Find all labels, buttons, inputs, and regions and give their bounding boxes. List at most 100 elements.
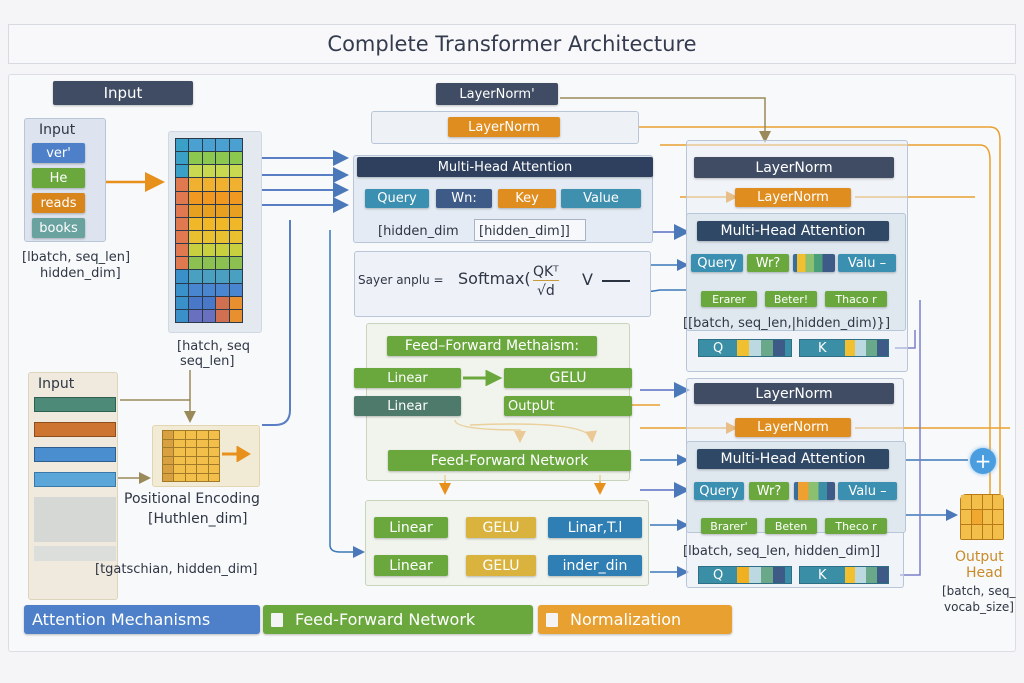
- tensor-cell: [163, 473, 174, 481]
- tensor-cell: [174, 465, 185, 473]
- ffn-row2-linear-label: Linear: [389, 557, 433, 574]
- b1-layernorm-orange-label: LayerNorm: [757, 190, 829, 205]
- b1-query: Query: [691, 254, 743, 272]
- pos-row-4: [34, 472, 116, 487]
- b1-sub-1: Erarer: [701, 291, 757, 307]
- tensor-cell: [216, 244, 229, 257]
- legend-normalization: Normalization: [538, 605, 732, 634]
- tensor-cell: [174, 431, 185, 439]
- tensor-cell: [229, 257, 242, 270]
- b1-wr-label: Wr?: [755, 255, 781, 271]
- tensor-cell: [176, 204, 189, 217]
- tensor-cell: [197, 431, 208, 439]
- tensor-cell: [185, 456, 197, 464]
- ffn-row1-gelu-label: GELU: [482, 519, 520, 536]
- value-label: Value: [583, 191, 619, 206]
- tensor-cell: [176, 191, 189, 204]
- output-label: OutpUt: [508, 398, 555, 414]
- formula-dash: [602, 280, 630, 282]
- tensor-cell: [208, 439, 219, 447]
- tensor-cell: [202, 270, 216, 283]
- input-shape-line2: hidden_dim]: [40, 266, 121, 281]
- page-title: Complete Transformer Architecture: [327, 32, 697, 56]
- mha-title-label: Multi-Head Attention: [437, 159, 573, 175]
- output-head-tensor: [960, 494, 1004, 540]
- ffn-row1-gelu: GELU: [466, 517, 536, 538]
- b2-layernorm-navy-label: LayerNorm: [755, 385, 833, 402]
- key-label: Key: [515, 191, 539, 206]
- tensor-cell: [216, 139, 229, 152]
- layernorm-top-label: LayerNorm': [459, 86, 535, 102]
- pos-row-2: [34, 422, 116, 437]
- tensor-cell: [174, 439, 185, 447]
- tensor-cell: [229, 217, 242, 230]
- ffn-row2-out: inder_din: [548, 555, 642, 576]
- tensor-cell: [229, 204, 242, 217]
- pos-row-faded-2: [34, 546, 116, 561]
- legend-swatch-icon: [271, 612, 283, 627]
- tensor-cell: [202, 178, 216, 191]
- tensor-cell: [216, 204, 229, 217]
- b2-q-label: Q: [713, 567, 724, 583]
- tensor-cell: [229, 309, 242, 322]
- tensor-cell: [189, 309, 202, 322]
- tensor-cell: [202, 257, 216, 270]
- tensor-cell: [216, 283, 229, 296]
- ffn-row2-gelu: GELU: [466, 555, 536, 576]
- arrow-right-icon: [222, 446, 251, 462]
- key-box: Key: [498, 189, 556, 208]
- tensor-cell: [971, 525, 982, 539]
- tensor-cell: [229, 270, 242, 283]
- tensor-cell: [216, 191, 229, 204]
- tensor-cell: [216, 217, 229, 230]
- query-box: Query: [365, 189, 429, 208]
- tensor-cell: [176, 270, 189, 283]
- tensor-cell: [185, 465, 197, 473]
- b1-k-vector: K: [799, 339, 889, 357]
- tensor-cell: [189, 257, 202, 270]
- positional-encoding-sublabel: [Huthlen_dim]: [148, 511, 248, 527]
- b2-layernorm-orange: LayerNorm: [735, 418, 851, 437]
- b1-layernorm-orange: LayerNorm: [735, 188, 851, 207]
- layernorm-orange: LayerNorm: [448, 117, 560, 137]
- tensor-cell: [174, 473, 185, 481]
- arrow-right-icon: [463, 370, 503, 386]
- tensor-cell: [202, 139, 216, 152]
- tensor-cell: [202, 230, 216, 244]
- tensor-cell: [202, 152, 216, 165]
- b1-sub-3-label: Thaco r: [835, 292, 877, 306]
- b2-sub-1-label: Brarer': [710, 519, 748, 533]
- tensor-cell: [971, 495, 982, 509]
- tensor-cell: [189, 191, 202, 204]
- tensor-cell: [202, 309, 216, 322]
- tensor-cell: [216, 257, 229, 270]
- token-books: books: [32, 218, 85, 238]
- tensor-cell: [982, 495, 993, 509]
- pos-row-faded: [34, 497, 116, 542]
- tensor-cell: [216, 230, 229, 244]
- tensor-cell: [185, 448, 197, 456]
- formula-prefix: Sayer anplu =: [358, 273, 444, 287]
- tensor-cell: [176, 178, 189, 191]
- token-reads: reads: [32, 193, 85, 213]
- tensor-cell: [216, 152, 229, 165]
- ff-mechanism-title: Feed–Forward Methaism:: [387, 336, 597, 356]
- gelu-1: GELU: [504, 368, 632, 388]
- b1-q-label: Q: [713, 340, 724, 356]
- b2-query-label: Query: [699, 483, 739, 499]
- b2-layernorm-orange-label: LayerNorm: [757, 420, 829, 435]
- ffn-row2-gelu-label: GELU: [482, 557, 520, 574]
- tensor-cell: [961, 495, 971, 509]
- tensor-cell: [185, 431, 197, 439]
- tensor-cell: [229, 244, 242, 257]
- input-header: Input: [53, 81, 193, 105]
- tensor-cell: [202, 191, 216, 204]
- tensor-cell: [229, 191, 242, 204]
- output-head-label-2: Head: [966, 565, 1003, 581]
- dim-right-box: [474, 219, 586, 241]
- layernorm-orange-label: LayerNorm: [468, 119, 540, 135]
- tensor-cell: [216, 178, 229, 191]
- tensor-cell: [189, 165, 202, 178]
- token-label: books: [39, 220, 78, 236]
- b2-shape: [lbatch, seq_len, hidden_dim]]: [683, 544, 881, 559]
